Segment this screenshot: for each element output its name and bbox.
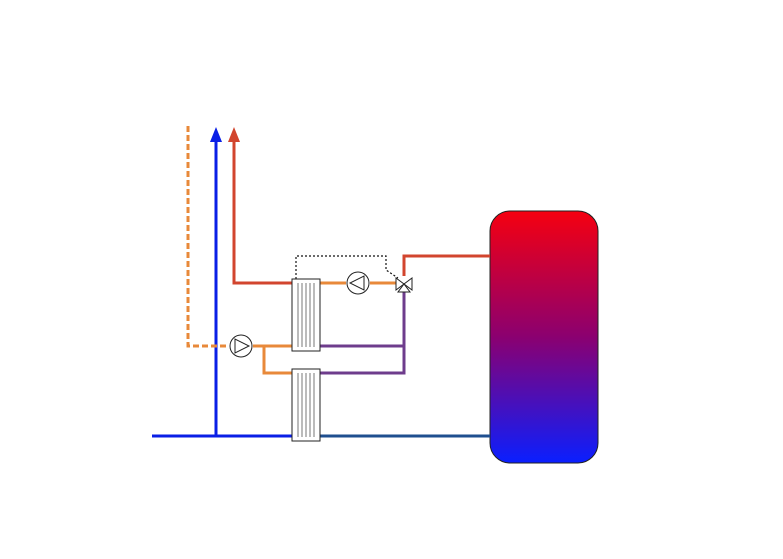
control-signal-line [295,255,399,279]
plate-heat-exchanger-upper-icon [291,278,321,352]
circulation-pump-icon [229,334,253,358]
circulation-branch-pipe [262,346,292,375]
cold-water-arrow-icon [210,127,222,142]
mixed-return-pipe [320,291,406,375]
hot-water-arrow-icon [228,127,240,142]
hot-water-outlet-pipe [232,140,292,285]
three-way-valve-icon [395,277,413,293]
charging-pump-icon [346,271,370,295]
circulation-return-pipe [186,126,228,348]
tank-hot-supply-pipe [402,254,490,276]
plate-heat-exchanger-lower-icon [291,368,321,442]
storage-tank-icon [489,210,599,464]
